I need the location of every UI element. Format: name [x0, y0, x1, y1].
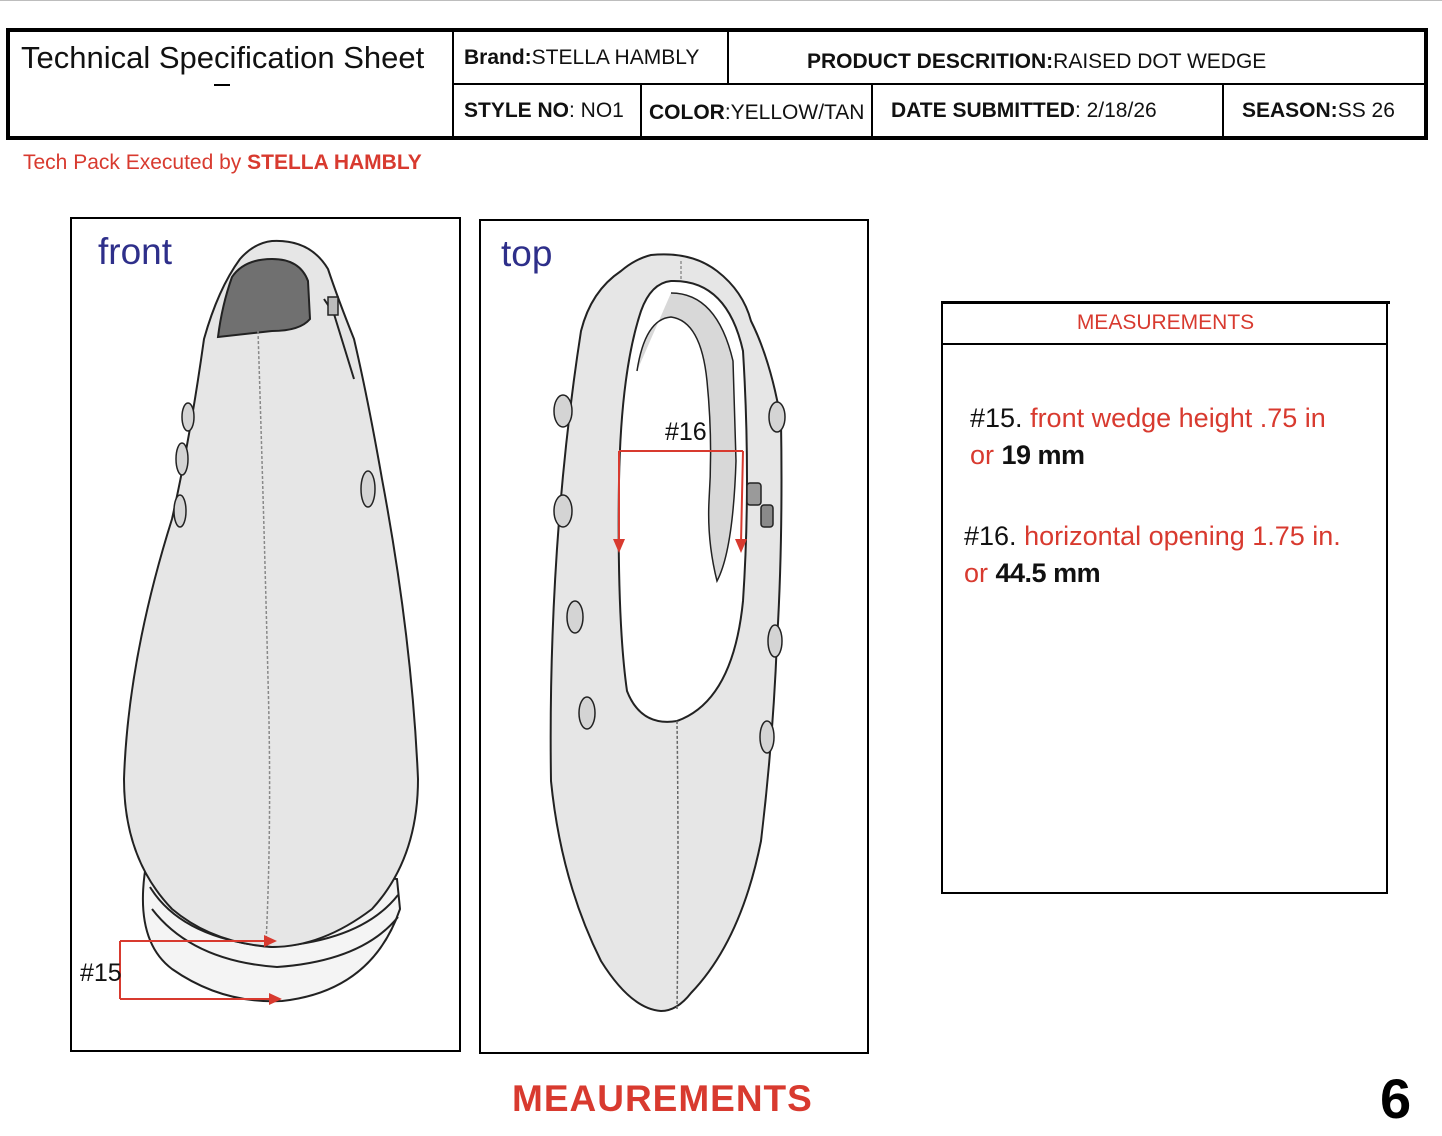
divider: [727, 32, 729, 84]
top-view-panel: top #16: [479, 219, 869, 1054]
front-view-panel: front #15: [70, 217, 461, 1052]
executed-by-name: STELLA HAMBLY: [247, 151, 422, 174]
measurement-15-number: #15.: [970, 403, 1023, 433]
date-cell: DATE SUBMITTED : 2/18/26: [891, 86, 1221, 136]
measurements-top-rule: [943, 301, 1390, 304]
measurement-16-metric: 44.5 mm: [995, 558, 1101, 588]
divider: [1222, 84, 1224, 136]
title-dash: [214, 84, 230, 86]
measurements-box: MEASUREMENTS #15. front wedge height .75…: [941, 301, 1390, 894]
season-label: SEASON:: [1242, 99, 1338, 122]
brand-value: STELLA HAMBLY: [531, 46, 700, 69]
divider: [871, 84, 873, 136]
product-value: RAISED DOT WEDGE: [1053, 50, 1267, 73]
style-label: STYLE NO: [464, 99, 570, 122]
measurement-16-line2: or 44.5 mm: [964, 555, 1101, 592]
front-view-label: front: [98, 231, 173, 272]
measurement-16-line1: #16. horizontal opening 1.75 in.: [964, 518, 1341, 555]
season-cell: SEASON: SS 26: [1242, 86, 1422, 136]
footer-title: MEAUREMENTS: [512, 1078, 813, 1119]
product-description-cell: PRODUCT DESCRITION: RAISED DOT WEDGE: [807, 36, 1417, 88]
measurement-15-or: or: [970, 440, 1002, 470]
measurements-heading: MEASUREMENTS: [943, 303, 1388, 345]
measurement-15-line1: #15. front wedge height .75 in: [970, 400, 1326, 437]
sheet-title: Technical Specification Sheet: [10, 32, 454, 136]
product-label: PRODUCT DESCRITION:: [807, 50, 1054, 73]
spec-header-table: Technical Specification Sheet Brand: STE…: [6, 28, 1428, 140]
top-view-label: top: [501, 233, 553, 274]
date-value: : 2/18/26: [1074, 99, 1157, 122]
divider: [452, 83, 1424, 85]
page-number: 6: [1380, 1067, 1412, 1130]
brand-label: Brand:: [464, 46, 532, 69]
color-label: COLOR: [649, 101, 725, 124]
style-cell: STYLE NO : NO1: [464, 86, 640, 136]
top-marker-16: #16: [665, 418, 707, 446]
measurement-15-line2: or 19 mm: [970, 437, 1085, 474]
front-marker-15: #15: [80, 959, 122, 987]
executed-by-prefix: Tech Pack Executed by: [23, 151, 248, 174]
executed-by-line: Tech Pack Executed by STELLA HAMBLY: [23, 151, 422, 175]
measurement-15-text: front wedge height .75 in: [1022, 403, 1326, 433]
top-shoe-illustration: [549, 253, 786, 1013]
date-label: DATE SUBMITTED: [891, 99, 1075, 122]
measurement-15-metric: 19 mm: [1001, 440, 1086, 470]
color-cell: COLOR :YELLOW/TAN: [649, 88, 871, 138]
top-rule: [0, 0, 1442, 1]
season-value: SS 26: [1337, 99, 1395, 122]
front-shoe-illustration: [119, 239, 420, 1005]
divider: [640, 84, 642, 136]
measurement-16-or: or: [964, 558, 996, 588]
style-value: : NO1: [569, 99, 624, 122]
measurement-16-text: horizontal opening 1.75 in.: [1016, 521, 1341, 551]
brand-cell: Brand: STELLA HAMBLY: [464, 32, 726, 84]
sheet-title-text: Technical Specification Sheet: [21, 40, 425, 75]
measurement-16-number: #16.: [964, 521, 1017, 551]
color-value: :YELLOW/TAN: [724, 101, 865, 124]
